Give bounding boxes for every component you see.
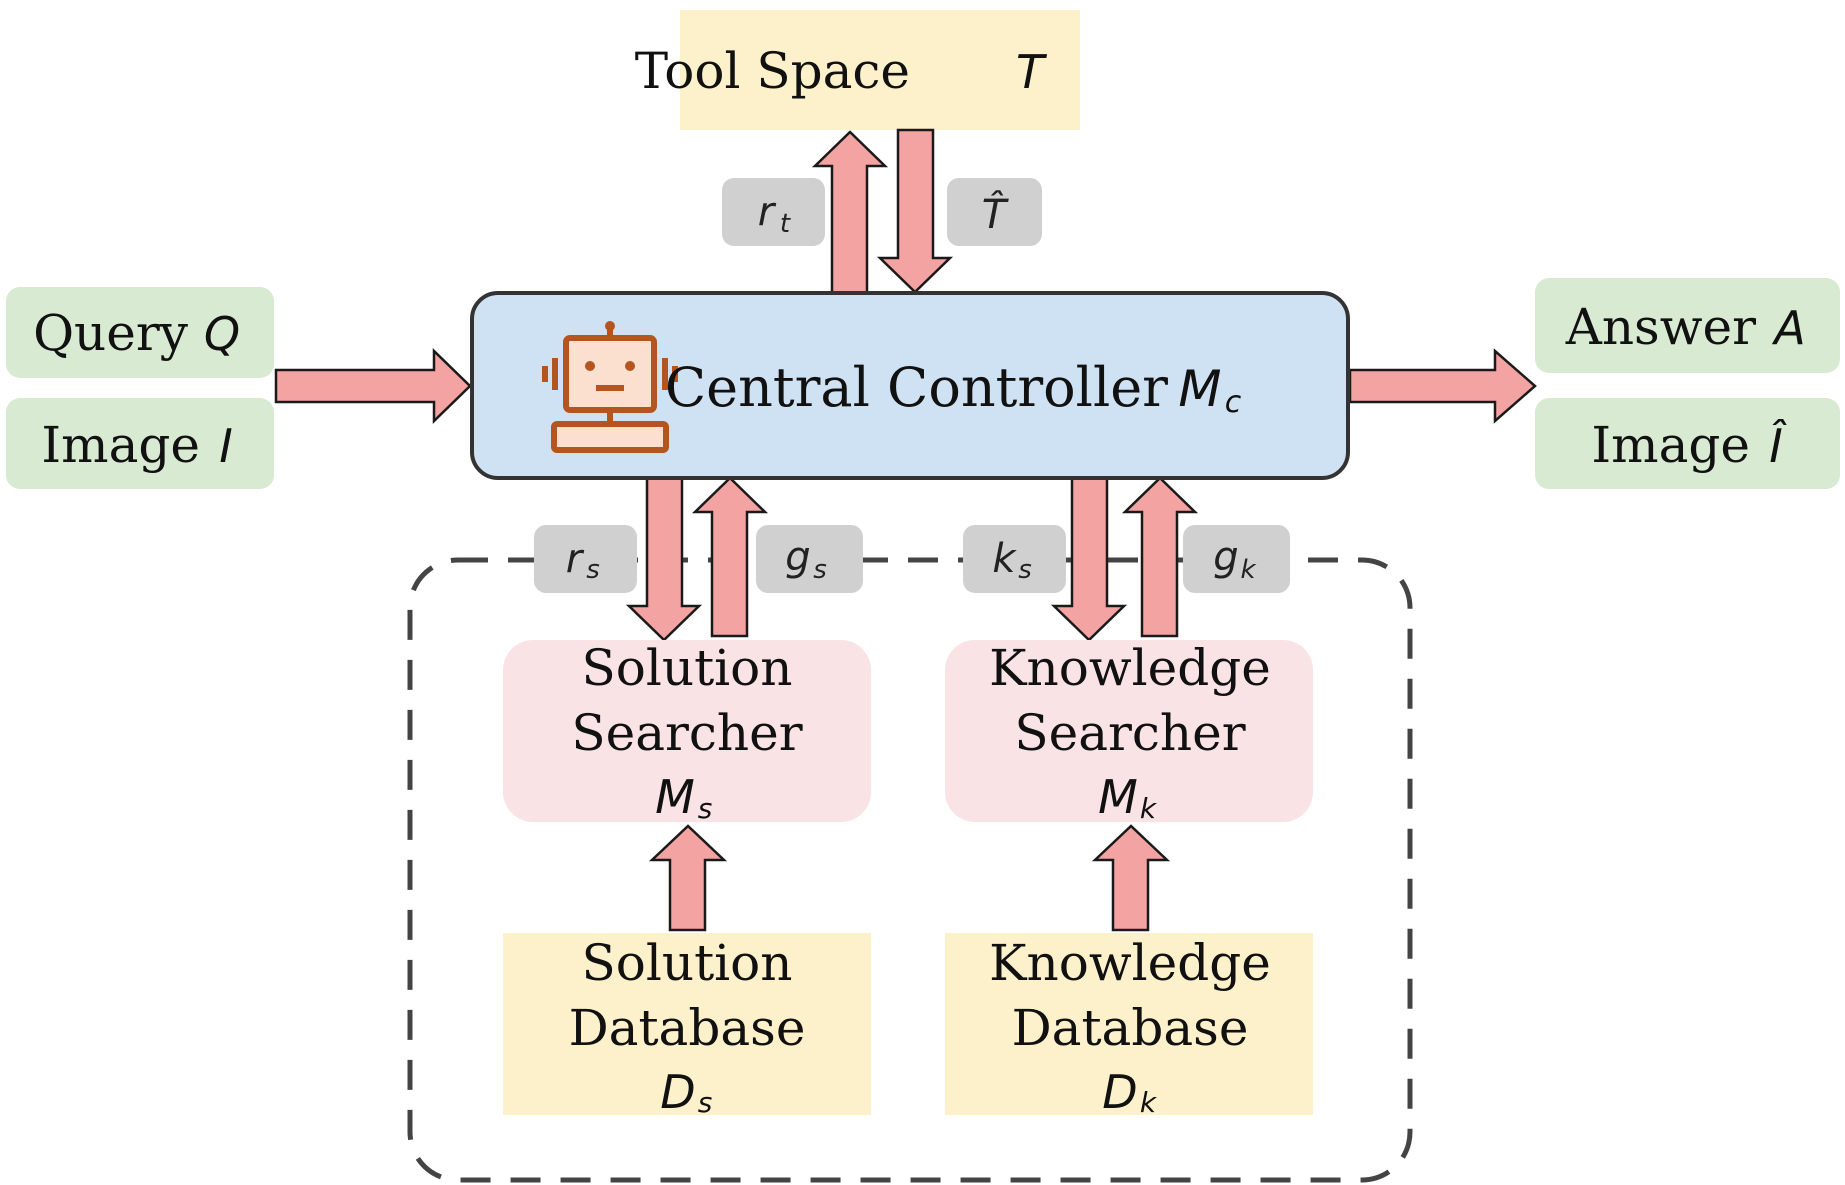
- edge-label-gk-sub: k: [1240, 555, 1256, 585]
- edge-label-ks: k s: [963, 525, 1066, 593]
- controller-label: Central Controller: [665, 356, 1168, 419]
- solution-searcher-line1: Solution: [582, 639, 793, 697]
- input-image-label: Image: [41, 416, 200, 474]
- knowledge-database-box: Knowledge Database D k: [945, 933, 1313, 1119]
- solution-searcher-line2: Searcher: [571, 704, 802, 762]
- answer-box: Answer A: [1535, 278, 1840, 373]
- knowledge-db-to-searcher-arrow: [1091, 824, 1171, 932]
- controller-symbol: M: [1178, 360, 1221, 418]
- knowledge-searcher-symbol: M: [1098, 770, 1138, 824]
- solution-searcher-symbol: M: [655, 770, 695, 824]
- knowledge-searcher-subscript: k: [1140, 792, 1158, 825]
- edge-label-rt-main: r: [758, 189, 777, 235]
- edge-label-gs: g s: [756, 525, 863, 593]
- solution-db-to-searcher-arrow: [648, 824, 728, 932]
- edge-label-t-hat: T̂: [947, 178, 1042, 246]
- rt-up-arrow: [811, 130, 889, 295]
- edge-label-gs-sub: s: [813, 555, 827, 585]
- knowledge-searcher-line2: Searcher: [1014, 704, 1245, 762]
- knowledge-database-line1: Knowledge: [989, 934, 1271, 992]
- tool-space-symbol: T: [1016, 45, 1048, 99]
- query-box: Query Q: [6, 287, 274, 378]
- knowledge-searcher-line1: Knowledge: [989, 639, 1271, 697]
- query-label: Query: [33, 304, 189, 362]
- rs-down-arrow: [625, 476, 703, 642]
- tool-space-label: Tool Space: [635, 42, 910, 100]
- edge-label-ks-sub: s: [1018, 555, 1032, 585]
- output-image-symbol: Î: [1769, 419, 1787, 473]
- edge-label-rs-main: r: [566, 536, 585, 582]
- edge-label-rs: r s: [534, 525, 637, 593]
- solution-database-line2: Database: [569, 999, 806, 1057]
- controller-to-output-arrow: [1348, 348, 1537, 424]
- edge-label-rs-sub: s: [586, 555, 600, 585]
- edge-label-gs-main: g: [785, 534, 810, 580]
- answer-symbol: A: [1771, 301, 1805, 355]
- t-hat-down-arrow: [876, 128, 954, 294]
- ks-down-arrow: [1050, 476, 1128, 642]
- gk-up-arrow: [1121, 476, 1199, 638]
- solution-database-box: Solution Database D s: [503, 933, 871, 1119]
- knowledge-database-subscript: k: [1140, 1086, 1158, 1119]
- edge-label-rt-sub: t: [780, 209, 791, 239]
- output-image-box: Image Î: [1535, 398, 1840, 489]
- edge-label-gk: g k: [1183, 525, 1290, 593]
- output-image-label: Image: [1591, 416, 1750, 474]
- knowledge-searcher-box: Knowledge Searcher M k: [945, 639, 1313, 825]
- input-image-symbol: I: [219, 419, 233, 473]
- gs-up-arrow: [691, 476, 769, 638]
- solution-database-subscript: s: [698, 1086, 713, 1119]
- solution-database-symbol: D: [660, 1065, 695, 1119]
- solution-database-line1: Solution: [582, 934, 793, 992]
- central-controller-box: Central Controller M c: [470, 291, 1350, 480]
- robot-icon: [542, 321, 678, 453]
- query-symbol: Q: [204, 307, 240, 361]
- solution-searcher-box: Solution Searcher M s: [503, 639, 871, 825]
- tool-space-box: Tool Space T: [635, 10, 1080, 130]
- knowledge-database-symbol: D: [1102, 1065, 1137, 1119]
- edge-label-rt: r t: [722, 178, 825, 246]
- input-image-box: Image I: [6, 398, 274, 489]
- edge-label-gk-main: g: [1213, 534, 1238, 580]
- edge-label-ks-main: k: [992, 536, 1017, 582]
- edge-label-t-hat-main: T̂: [982, 190, 1010, 238]
- searcher-group-dashed-border: [407, 557, 1413, 1183]
- controller-subscript: c: [1225, 385, 1242, 420]
- input-to-controller-arrow: [274, 348, 472, 424]
- knowledge-database-line2: Database: [1012, 999, 1249, 1057]
- solution-searcher-subscript: s: [698, 792, 713, 825]
- answer-label: Answer: [1565, 298, 1756, 356]
